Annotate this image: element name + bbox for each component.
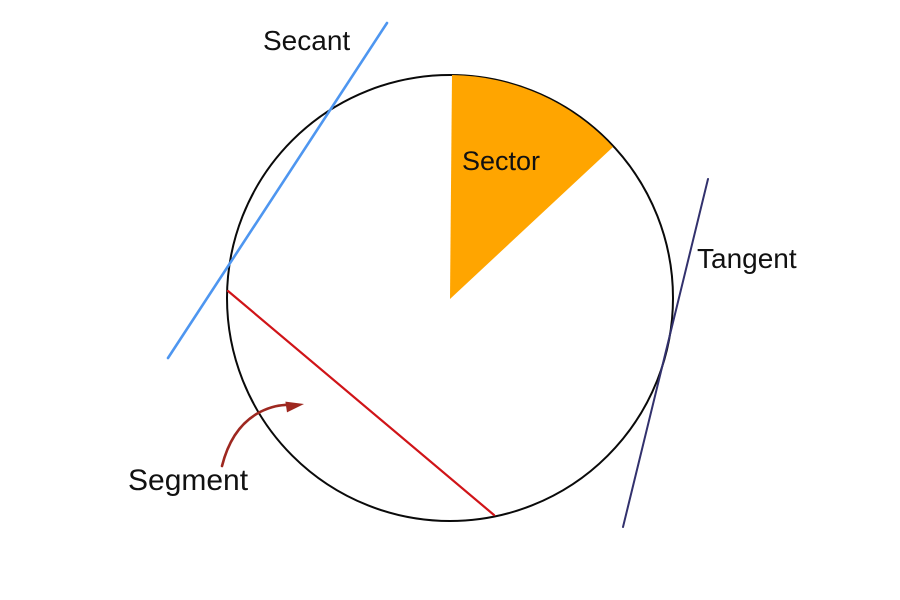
segment-arrowhead (285, 401, 304, 413)
tangent-label: Tangent (697, 243, 797, 274)
secant-label: Secant (263, 25, 351, 56)
sector-label: Sector (462, 146, 541, 176)
sector-wedge (450, 75, 613, 299)
secant-line (166, 21, 389, 360)
circle-outline (226, 74, 674, 522)
segment-arrow (220, 403, 291, 468)
tangent-line (622, 178, 709, 528)
segment-label: Segment (128, 464, 249, 497)
chord-line (226, 289, 496, 517)
